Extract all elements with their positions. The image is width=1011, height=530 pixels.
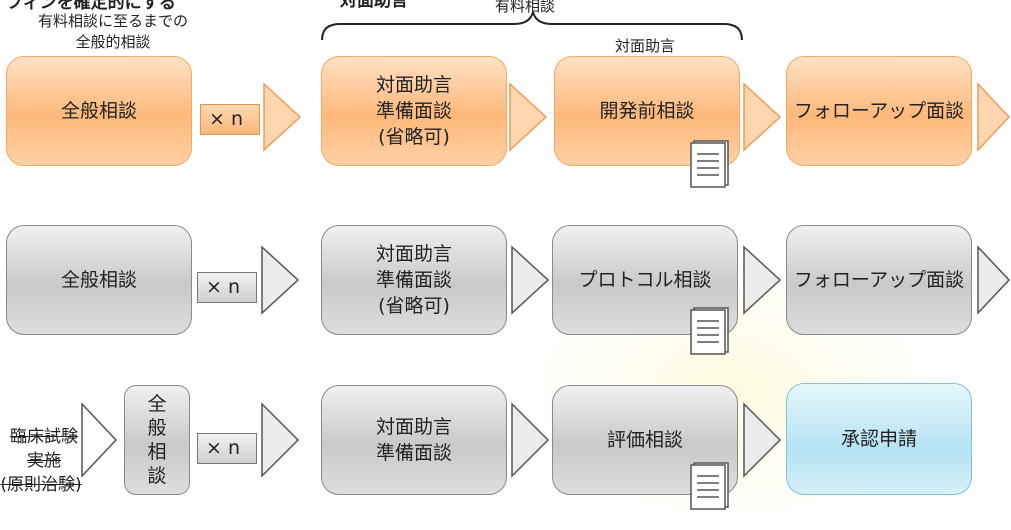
top-mid-cut-text: 対面助言 — [340, 0, 408, 11]
chevron-right-icon — [743, 245, 782, 315]
paid-consultation-bracket — [321, 11, 743, 41]
clinical-trial-line3: (原則治験) — [0, 475, 82, 495]
row3-approval-application[interactable]: 承認申請 — [786, 383, 972, 495]
row1-general-consultation[interactable]: 全般相談 — [6, 56, 192, 166]
chevron-right-icon — [977, 245, 1011, 315]
row3-general-consultation[interactable]: 全 般 相 談 — [124, 385, 190, 495]
row3-prep-meeting[interactable]: 対面助言 準備面談 — [321, 385, 507, 495]
chevron-right-icon — [511, 245, 550, 315]
document-icon — [690, 140, 729, 188]
chevron-right-icon — [511, 402, 550, 478]
chevron-right-icon — [977, 82, 1011, 152]
document-icon — [690, 462, 729, 510]
clinical-trial-line2: 実施 — [27, 451, 61, 471]
row2-times-n: × n — [197, 272, 257, 303]
paid-consultation-label: 有料相談 — [495, 0, 556, 15]
top-left-cut-text: フィンを確定的にする — [6, 0, 176, 13]
general-note-line2: 全般的相談 — [75, 33, 151, 51]
document-icon — [690, 307, 729, 355]
row2-followup-meeting[interactable]: フォローアップ面談 — [786, 225, 972, 335]
chevron-right-icon — [743, 402, 782, 478]
row2-prep-meeting[interactable]: 対面助言 準備面談 (省略可) — [321, 225, 507, 335]
row1-prep-meeting[interactable]: 対面助言 準備面談 (省略可) — [321, 56, 507, 166]
chevron-right-icon — [261, 245, 300, 315]
chevron-right-icon — [81, 402, 118, 478]
row1-times-n: × n — [200, 104, 260, 135]
row1-followup-meeting[interactable]: フォローアップ面談 — [786, 56, 972, 166]
general-note-line1: 有料相談に至るまでの — [37, 12, 188, 30]
clinical-trial-line1: 臨床試験 — [10, 427, 78, 447]
chevron-right-icon — [263, 82, 302, 152]
chevron-right-icon — [743, 82, 782, 152]
row3-times-n: × n — [197, 433, 257, 464]
chevron-right-icon — [261, 402, 300, 478]
face-to-face-label: 対面助言 — [614, 37, 675, 55]
row2-general-consultation[interactable]: 全般相談 — [6, 225, 192, 335]
chevron-right-icon — [509, 82, 548, 152]
